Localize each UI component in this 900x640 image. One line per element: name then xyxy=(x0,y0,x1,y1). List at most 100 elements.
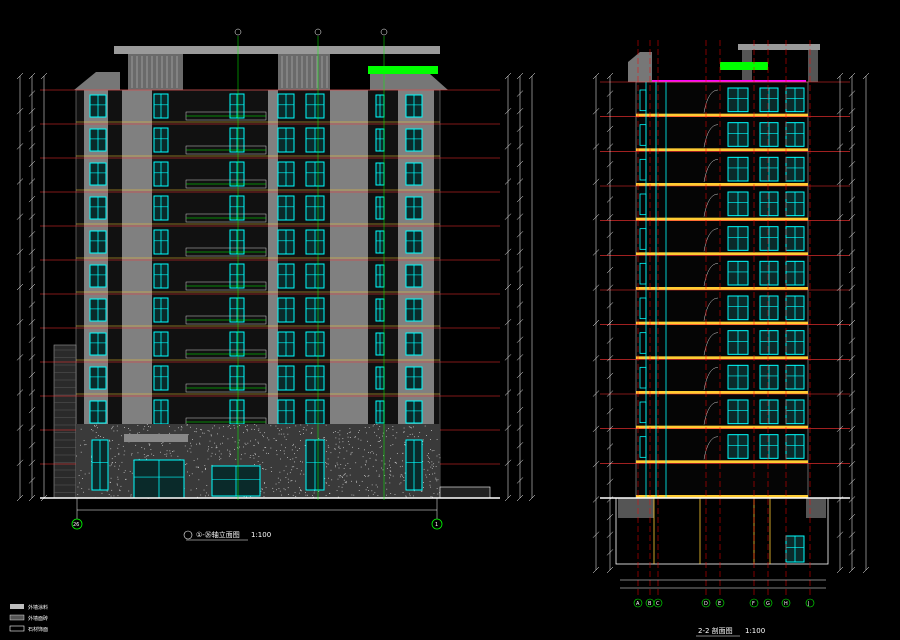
stone-speckle xyxy=(165,454,166,455)
legend-label-3: 石材饰面 xyxy=(28,626,48,633)
stone-speckle xyxy=(217,433,218,434)
stone-speckle xyxy=(365,427,366,428)
stone-speckle xyxy=(335,449,336,450)
stone-speckle xyxy=(262,489,263,490)
stone-speckle xyxy=(196,488,197,489)
stone-speckle xyxy=(78,487,79,488)
axis-label-C: C xyxy=(656,601,660,607)
stone-speckle xyxy=(367,487,368,488)
stone-speckle xyxy=(211,434,212,435)
section-roof-post xyxy=(808,50,818,82)
stone-speckle xyxy=(343,447,344,448)
stone-speckle xyxy=(342,487,343,488)
stone-speckle xyxy=(89,489,90,490)
stone-speckle xyxy=(339,442,340,443)
stone-speckle xyxy=(374,492,375,493)
stone-speckle xyxy=(196,467,197,468)
stone-speckle xyxy=(230,454,231,455)
stone-speckle xyxy=(255,454,256,455)
section-slab xyxy=(636,114,808,117)
stone-speckle xyxy=(117,484,118,485)
stone-speckle xyxy=(212,453,213,454)
stone-speckle xyxy=(401,482,402,483)
stone-speckle xyxy=(279,434,280,435)
stone-speckle xyxy=(209,431,210,432)
stone-speckle xyxy=(376,435,377,436)
stone-speckle xyxy=(175,430,176,431)
stone-speckle xyxy=(246,444,247,445)
stone-speckle xyxy=(130,496,131,497)
stone-speckle xyxy=(80,445,81,446)
stone-speckle xyxy=(113,426,114,427)
stone-speckle xyxy=(395,438,396,439)
stone-speckle xyxy=(295,447,296,448)
stone-speckle xyxy=(365,476,366,477)
stone-speckle xyxy=(337,490,338,491)
stone-speckle xyxy=(84,440,85,441)
stone-speckle xyxy=(229,456,230,457)
stone-speckle xyxy=(366,433,367,434)
stone-speckle xyxy=(432,468,433,469)
stone-speckle xyxy=(139,432,140,433)
stone-speckle xyxy=(258,461,259,462)
stone-speckle xyxy=(336,444,337,445)
axis-marker-end: 1 xyxy=(435,522,438,528)
stone-speckle xyxy=(379,441,380,442)
stone-speckle xyxy=(435,478,436,479)
stone-speckle xyxy=(130,471,131,472)
stone-speckle xyxy=(125,479,126,480)
stone-speckle xyxy=(276,484,277,485)
stone-speckle xyxy=(403,477,404,478)
stone-speckle xyxy=(96,437,97,438)
stone-speckle xyxy=(208,449,209,450)
stone-speckle xyxy=(220,444,221,445)
stone-speckle xyxy=(350,475,351,476)
stone-speckle xyxy=(219,451,220,452)
section-slab xyxy=(636,287,808,290)
stone-speckle xyxy=(166,454,167,455)
stone-speckle xyxy=(211,435,212,436)
section-scale: 1:100 xyxy=(745,627,765,635)
stone-speckle xyxy=(323,438,324,439)
stone-speckle xyxy=(145,457,146,458)
stone-speckle xyxy=(339,452,340,453)
stone-speckle xyxy=(294,453,295,454)
stone-speckle xyxy=(146,456,147,457)
section-slab xyxy=(636,322,808,325)
stone-speckle xyxy=(216,446,217,447)
stone-speckle xyxy=(260,432,261,433)
wall-pier-4 xyxy=(330,90,368,428)
stone-speckle xyxy=(367,441,368,442)
stone-speckle xyxy=(110,448,111,449)
stone-speckle xyxy=(414,436,415,437)
stone-speckle xyxy=(373,494,374,495)
stone-speckle xyxy=(368,452,369,453)
stone-speckle xyxy=(118,495,119,496)
stone-speckle xyxy=(124,451,125,452)
stone-speckle xyxy=(413,427,414,428)
stone-speckle xyxy=(423,487,424,488)
stone-speckle xyxy=(422,441,423,442)
roof-green-parapet xyxy=(368,66,438,74)
stone-speckle xyxy=(328,445,329,446)
stone-speckle xyxy=(250,457,251,458)
stone-speckle xyxy=(377,424,378,425)
stone-speckle xyxy=(285,447,286,448)
stone-speckle xyxy=(404,442,405,443)
stone-speckle xyxy=(230,428,231,429)
section-slab xyxy=(636,426,808,429)
stone-speckle xyxy=(428,461,429,462)
stone-speckle xyxy=(331,479,332,480)
stone-speckle xyxy=(281,445,282,446)
stone-speckle xyxy=(350,432,351,433)
stone-speckle xyxy=(208,446,209,447)
stone-speckle xyxy=(222,443,223,444)
section-slab xyxy=(636,252,808,255)
stone-speckle xyxy=(110,482,111,483)
stone-speckle xyxy=(419,432,420,433)
stone-speckle xyxy=(389,461,390,462)
stone-speckle xyxy=(94,425,95,426)
stone-speckle xyxy=(390,493,391,494)
stone-speckle xyxy=(287,434,288,435)
stone-speckle xyxy=(411,427,412,428)
